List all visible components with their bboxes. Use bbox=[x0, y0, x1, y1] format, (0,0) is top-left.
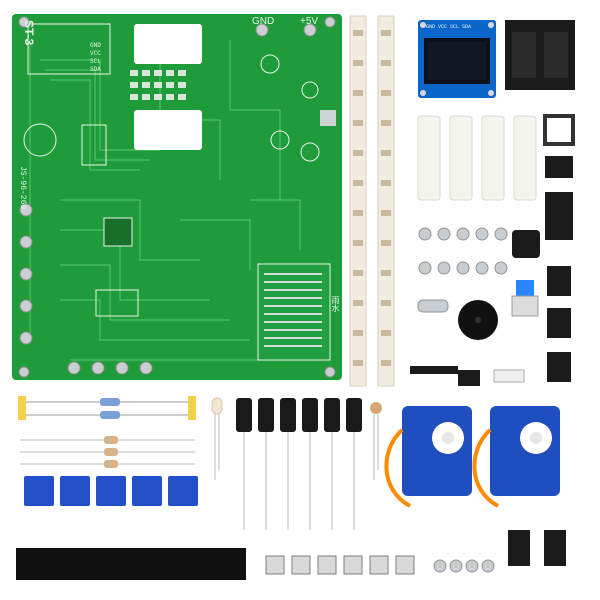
led bbox=[211, 397, 223, 480]
conn-gnd-label: GND bbox=[252, 16, 275, 27]
push-button bbox=[511, 230, 540, 317]
nylon-standoffs bbox=[417, 115, 537, 201]
pin-header bbox=[410, 366, 525, 386]
screws bbox=[418, 227, 508, 573]
smd-reel-strips bbox=[349, 15, 395, 387]
trimpots bbox=[24, 476, 198, 506]
header-pin-sda: SDA bbox=[90, 66, 101, 73]
sockets-bottom bbox=[508, 530, 566, 566]
header-pin-gnd: GND bbox=[90, 42, 101, 49]
water-sensor-pads bbox=[257, 263, 331, 361]
conn-5v-label: +5V bbox=[300, 16, 319, 27]
buzzer bbox=[458, 300, 498, 340]
crystal bbox=[417, 299, 449, 313]
oled-pin-label: GND VCC SCL SDA bbox=[426, 24, 472, 30]
header-pin-vcc: VCC bbox=[90, 50, 101, 57]
water-sensor-label: 雨水 bbox=[331, 296, 340, 312]
pcb-model: JS-96-260 bbox=[18, 166, 27, 210]
header-pin-scl: SCL bbox=[90, 58, 101, 65]
pcb-board bbox=[12, 14, 342, 380]
pcb-title: ST-3 bbox=[22, 20, 36, 46]
electrolytic-capacitors bbox=[236, 398, 362, 530]
ic-chips bbox=[505, 20, 575, 90]
ic-socket bbox=[543, 114, 575, 382]
resistors bbox=[18, 396, 196, 468]
oled-module bbox=[418, 20, 496, 98]
smd-strip bbox=[16, 548, 246, 580]
photoresistor bbox=[370, 402, 382, 480]
tactile-switches bbox=[265, 555, 415, 575]
sg90-servos bbox=[384, 406, 560, 508]
